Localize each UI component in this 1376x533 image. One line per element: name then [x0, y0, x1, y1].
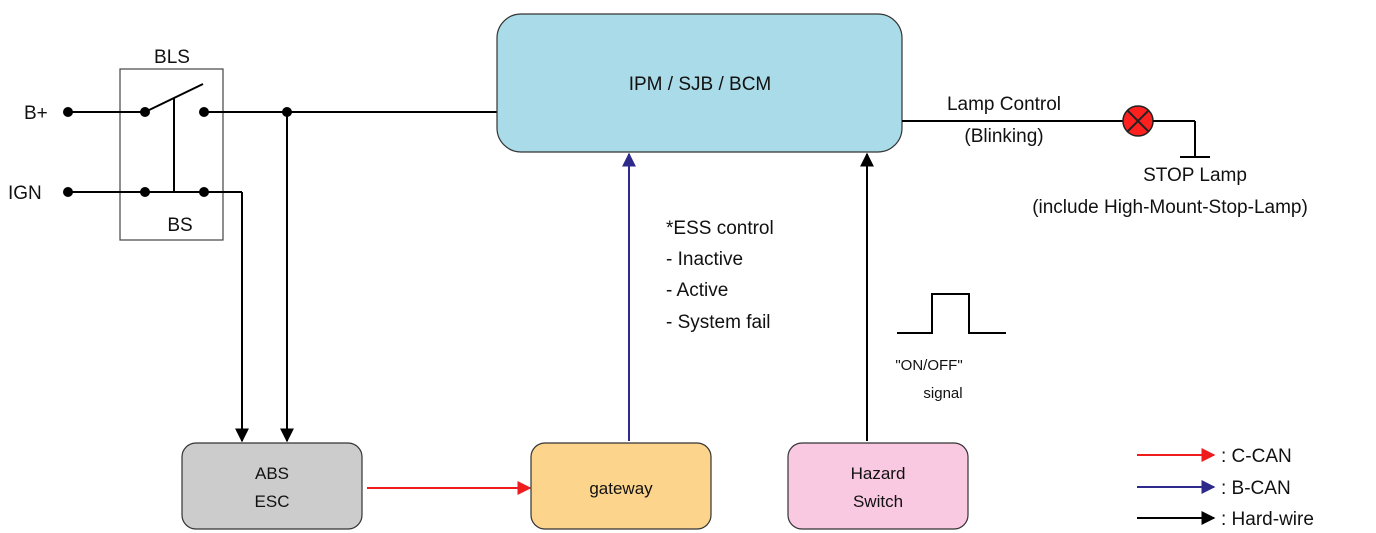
lamp-control-sub-label: (Blinking) — [964, 126, 1043, 147]
abs-label: ABS — [255, 464, 289, 483]
gateway-label: gateway — [589, 479, 653, 498]
signal-sub-label: signal — [923, 385, 962, 402]
stop-lamp-sub-label: (include High-Mount-Stop-Lamp) — [1032, 197, 1308, 218]
bs-label: BS — [167, 215, 192, 236]
ess-item: - Active — [666, 280, 728, 301]
ign-label: IGN — [8, 183, 42, 204]
esc-label: ESC — [255, 492, 290, 511]
lamp-control-label: Lamp Control — [947, 94, 1061, 115]
stop-lamp-icon — [1122, 105, 1154, 137]
gateway-block — [530, 442, 712, 530]
switch-label: Switch — [853, 492, 903, 511]
b-plus-label: B+ — [24, 103, 48, 124]
ess-item: - System fail — [666, 312, 771, 333]
legend: : C-CAN : B-CAN : Hard-wire — [1137, 446, 1314, 530]
pulse-signal-icon — [897, 293, 1006, 334]
ipm-label: IPM / SJB / BCM — [629, 74, 772, 95]
hazard-switch-block — [787, 442, 969, 530]
legend-bcan-label: : B-CAN — [1221, 478, 1291, 499]
switch-box — [119, 68, 224, 241]
signal-label: "ON/OFF" — [895, 357, 962, 374]
hazard-label: Hazard — [851, 464, 906, 483]
ipm-block — [496, 13, 903, 153]
ess-title: *ESS control — [666, 218, 774, 239]
legend-ccan-label: : C-CAN — [1221, 446, 1292, 467]
abs-esc-block — [181, 442, 363, 530]
bls-label: BLS — [154, 47, 190, 68]
stop-lamp-label: STOP Lamp — [1143, 165, 1247, 186]
ess-item: - Inactive — [666, 249, 743, 270]
legend-hardwire-label: : Hard-wire — [1221, 509, 1314, 530]
